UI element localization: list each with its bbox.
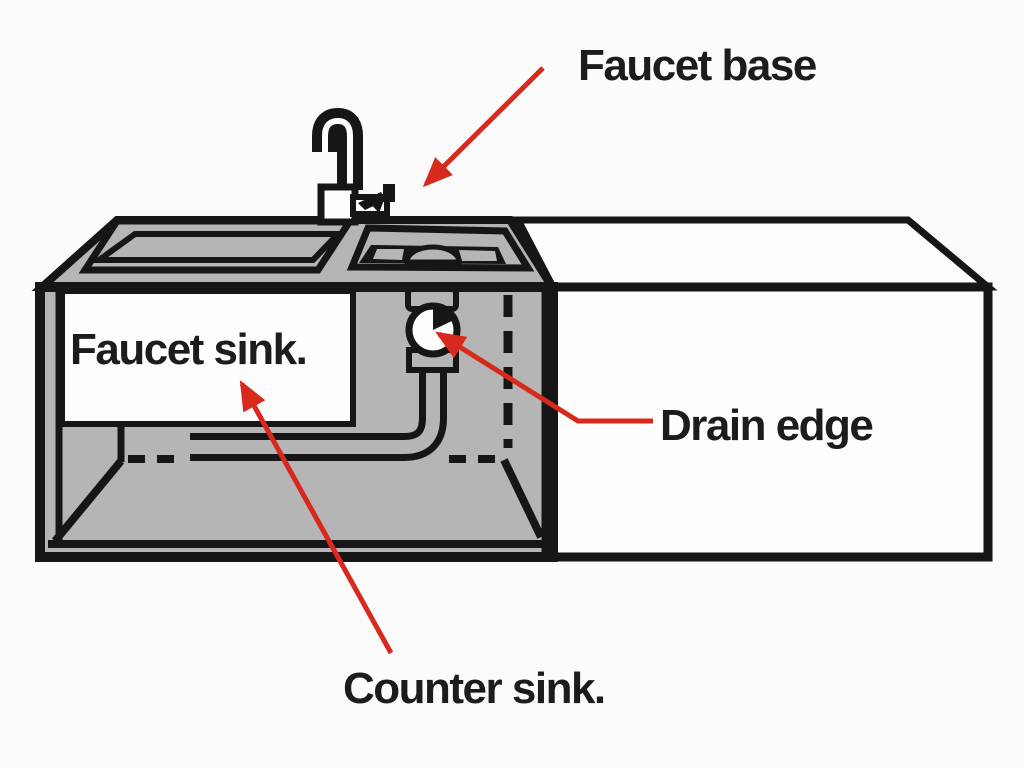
label-counter-sink: Counter sink. — [343, 664, 605, 713]
countertop-right-top — [512, 216, 998, 291]
faucet-gooseneck-core — [322, 117, 353, 190]
arrow-counter-sink — [239, 380, 394, 655]
label-drain-edge: Drain edge — [660, 401, 872, 450]
arrow-faucet-base — [422, 66, 545, 188]
counter-structure — [31, 107, 998, 562]
arrow-drain-edge — [435, 331, 653, 424]
drain-strainer-dome — [404, 244, 462, 265]
drain-pipe-core — [190, 348, 440, 454]
annotations: Faucet base Faucet sink. Drain edge Coun… — [70, 41, 874, 713]
cabinet-floor-left-edge — [51, 458, 125, 544]
label-faucet-sink: Faucet sink. — [70, 325, 306, 374]
cabinet-interior-panel — [59, 288, 356, 427]
drain-opening — [346, 224, 535, 272]
label-faucet-base: Faucet base — [578, 41, 816, 90]
faucet-knob — [383, 184, 395, 202]
sink-basin-opening — [78, 217, 357, 274]
faucet-lever — [358, 192, 386, 210]
drain-trap-wedge — [433, 306, 454, 330]
faucet-spout-tip — [369, 200, 384, 213]
cabinet-floor-right-edge — [500, 458, 545, 539]
sink-basin-inner-rim — [89, 231, 346, 263]
faucet-icon — [312, 107, 395, 226]
drain-slot-highlight-left — [373, 249, 404, 260]
faucet-base-block — [317, 183, 359, 226]
drain-slot-highlight-right — [459, 250, 497, 261]
